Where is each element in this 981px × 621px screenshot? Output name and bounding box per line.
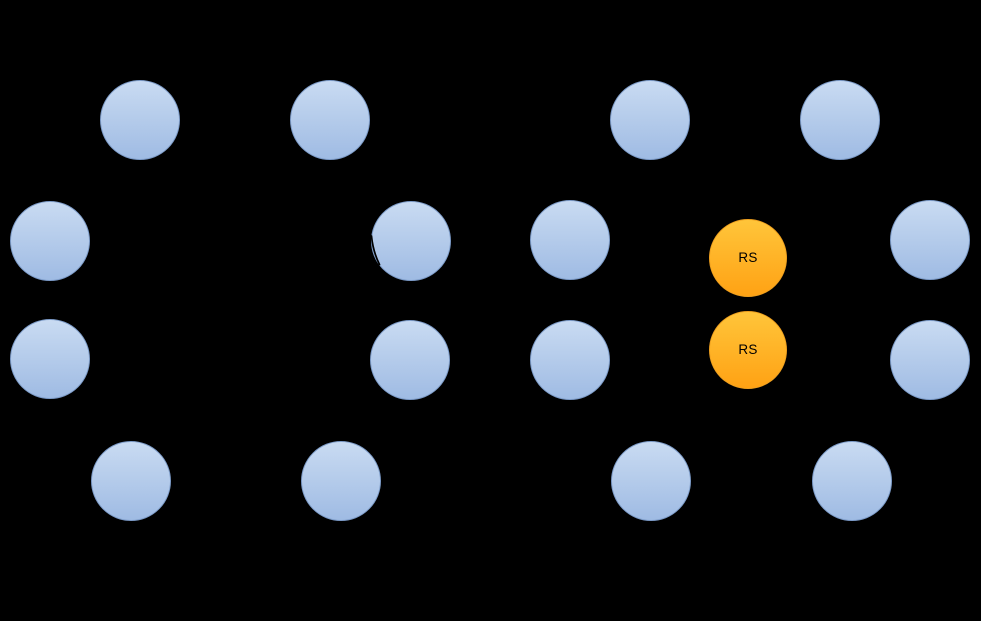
ring-switch-label: RS	[738, 342, 758, 358]
station-node	[611, 441, 691, 521]
station-node	[371, 201, 451, 281]
station-node	[10, 319, 90, 399]
station-node	[890, 320, 970, 400]
station-node	[890, 200, 970, 280]
station-node	[800, 80, 880, 160]
station-node	[530, 320, 610, 400]
station-node	[301, 441, 381, 521]
station-node	[812, 441, 892, 521]
station-node	[610, 80, 690, 160]
station-node	[530, 200, 610, 280]
station-node	[100, 80, 180, 160]
station-node	[91, 441, 171, 521]
station-node	[370, 320, 450, 400]
ring-switch-node: RS	[709, 219, 787, 297]
station-node	[290, 80, 370, 160]
ring-switch-node: RS	[709, 311, 787, 389]
station-node	[10, 201, 90, 281]
ring-switch-label: RS	[738, 250, 758, 266]
